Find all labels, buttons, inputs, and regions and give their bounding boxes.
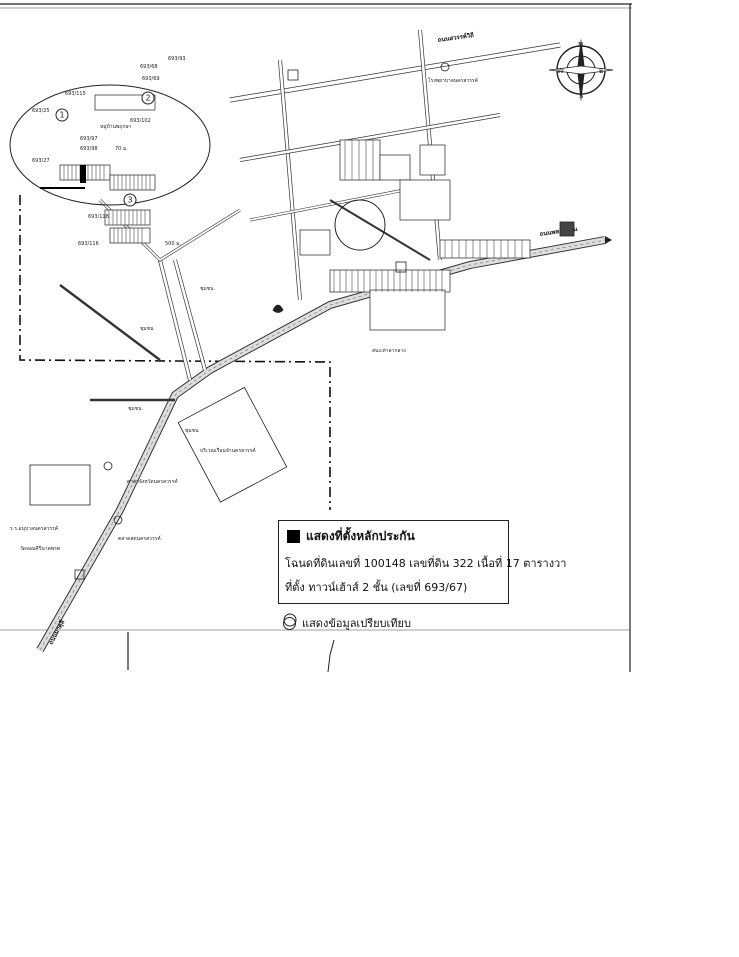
hospital-label: โรงพยาบาลนครสวรรค์ xyxy=(428,77,478,84)
comparison-legend: แสดงข้อมูลเปรียบเทียบ xyxy=(283,614,411,632)
distance-70m: 70 ม. xyxy=(115,146,128,152)
house-no-9: 693/102 xyxy=(130,118,151,124)
comparison-legend-text: แสดงข้อมูลเปรียบเทียบ xyxy=(302,617,411,630)
house-no-10: 693/118 xyxy=(88,214,109,220)
community-label-2: ชุมชน xyxy=(140,326,154,332)
community-label-3: ชุมชน xyxy=(128,406,142,412)
legend-title-text: แสดงที่ตั้งหลักประกัน xyxy=(306,529,415,543)
legend-deed-info: โฉนดที่ดินเลขที่ 100148 เลขที่ดิน 322 เน… xyxy=(285,557,567,570)
compass-w: W xyxy=(557,67,564,75)
compass-icon xyxy=(548,38,614,102)
distance-500m: 500 ม. xyxy=(165,241,181,247)
village-label: หมู่บ้านพฤกษา xyxy=(100,123,132,130)
house-no-5: 693/25 xyxy=(32,108,50,114)
house-no-11: 693/116 xyxy=(78,241,99,247)
house-no-8: 693/27 xyxy=(32,158,50,164)
legend-box: แสดงที่ตั้งหลักประกัน โฉนดที่ดินเลขที่ 1… xyxy=(278,520,566,604)
school-label: ร.ร.อนุบาลนครสวรรค์ xyxy=(10,525,58,532)
marker-1: 1 xyxy=(60,111,65,120)
town-hall-label: สนง.ศาลากลาง xyxy=(372,348,406,354)
legend-location-info: ที่ตั้ง ทาวน์เฮ้าส์ 2 ชั้น (เลขที่ 693/6… xyxy=(285,581,468,594)
area-label: บริเวณเรือนจำนครสวรรค์ xyxy=(200,447,256,454)
house-no-6: 693/97 xyxy=(80,136,98,142)
house-no-2: 693/68 xyxy=(140,64,158,70)
house-no-3: 693/69 xyxy=(142,76,160,82)
legend-title: แสดงที่ตั้งหลักประกัน xyxy=(287,527,415,546)
market-label: ตลาดสดนครสวรรค์ xyxy=(118,535,161,542)
community-label-4: ชุมชน xyxy=(185,428,199,434)
comparison-circle-icon xyxy=(283,616,296,630)
house-no-4: 693/115 xyxy=(65,91,86,97)
marker-2: 2 xyxy=(146,94,151,103)
district-office-label: ศาลาจังหวัดนครสวรรค์ xyxy=(127,478,178,485)
house-no-7: 693/98 xyxy=(80,146,98,152)
compass-e: E xyxy=(599,67,603,75)
temple-label: วัดจอมคีรีนาคพรต xyxy=(20,545,60,552)
subject-marker-icon xyxy=(287,530,300,543)
marker-3: 3 xyxy=(128,196,133,205)
compass-n: N xyxy=(578,41,583,49)
road-label-2: ถนนสวรรค์วิถี xyxy=(437,31,474,44)
house-no-1: 693/93 xyxy=(168,56,186,62)
community-label-1: ชุมชน xyxy=(200,286,214,292)
compass-s: S xyxy=(579,92,584,100)
